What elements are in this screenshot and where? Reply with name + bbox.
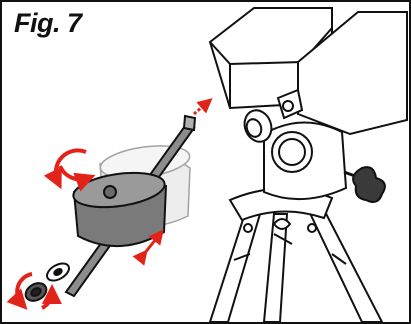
latitude-knob [352, 166, 386, 203]
rotate-arrows-bottom-icon [6, 272, 62, 310]
tripod-brace-right [331, 253, 347, 265]
mount-body [208, 7, 408, 203]
tripod-pin-left [243, 223, 253, 233]
arrow-up-right-icon [193, 98, 213, 116]
assembly-illustration [6, 7, 408, 322]
double-arrow-icon [132, 229, 164, 266]
safety-washer [46, 262, 70, 282]
shaft-threaded-tip [182, 114, 197, 132]
tripod [208, 187, 384, 322]
screw-knob-icon [24, 282, 48, 302]
tripod-pin-right [307, 223, 317, 233]
figure-label: Fig. 7 [14, 8, 82, 38]
tripod-brace-left [233, 253, 251, 261]
tripod-lock-knob [272, 218, 292, 230]
tripod-leg-center [262, 213, 289, 322]
rotate-arrows-icon [43, 148, 96, 192]
tripod-leg-left [208, 205, 262, 322]
